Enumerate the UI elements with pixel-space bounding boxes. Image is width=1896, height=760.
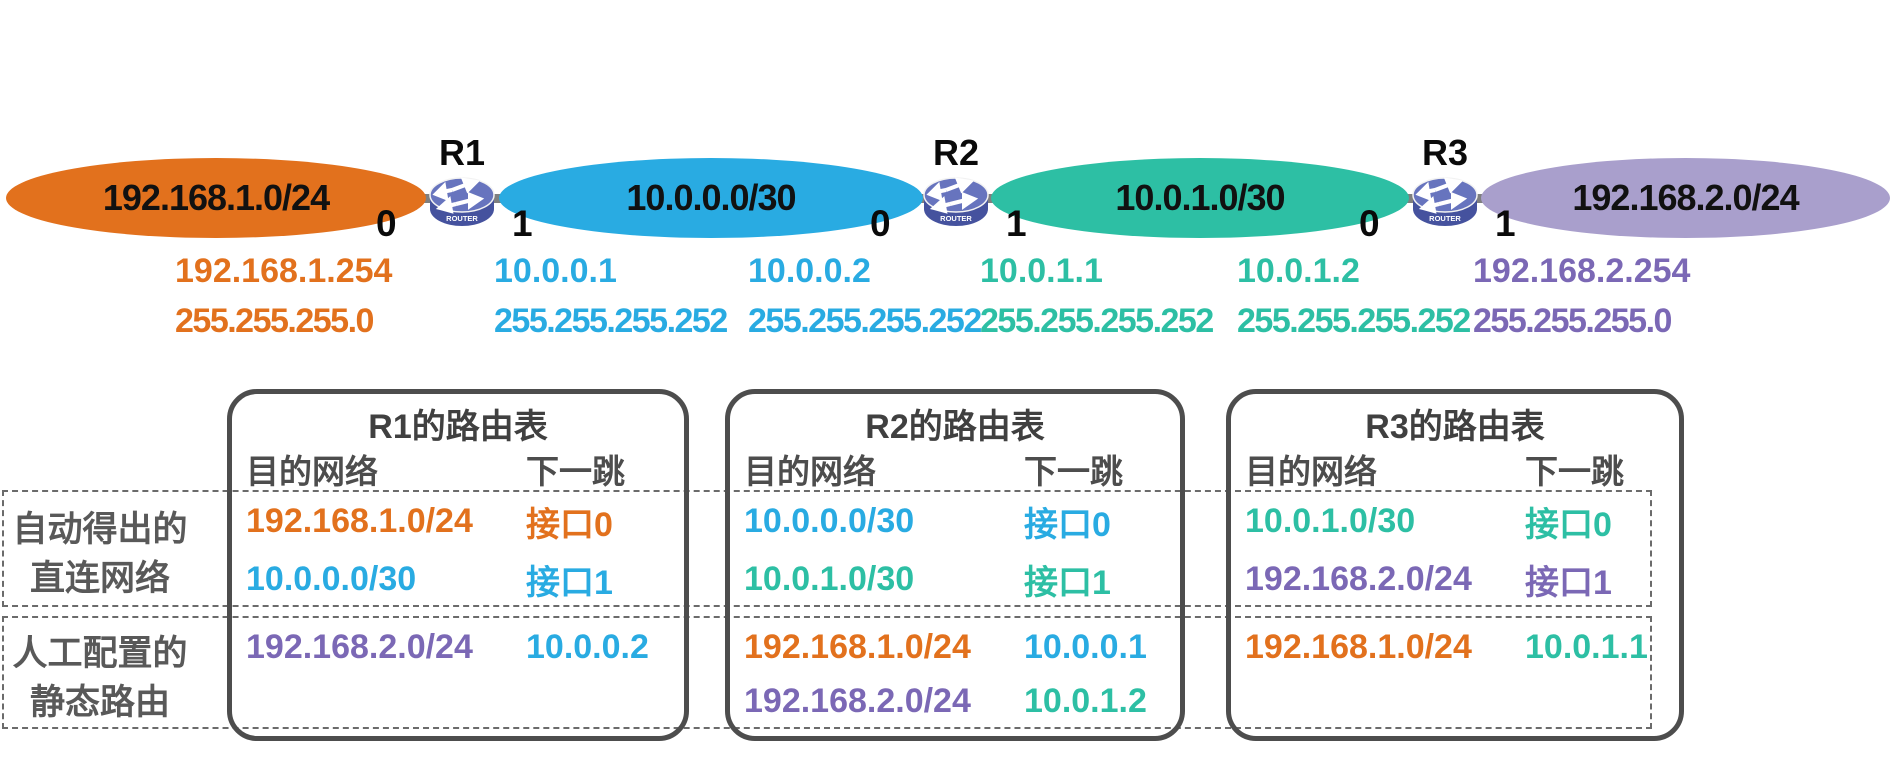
next-hop: 接口1 [526, 563, 613, 602]
network-label: 192.168.2.0/24 [1572, 177, 1799, 218]
router-r3: R3 0 1 ROUTER [1359, 132, 1516, 244]
address-r3-if0: 10.0.1.2 255.255.255.252 [1237, 246, 1471, 346]
ip-address: 10.0.1.2 [1237, 252, 1360, 290]
next-hop: 10.0.0.2 [526, 627, 649, 666]
static-routes-label-line1: 人工配置的 [12, 634, 188, 673]
address-r1-if1: 10.0.0.1 255.255.255.252 [494, 246, 728, 346]
subnet-mask: 255.255.255.252 [494, 302, 728, 340]
interface-1-label: 1 [512, 203, 533, 244]
network-label: 192.168.1.0/24 [102, 177, 330, 218]
router-name: R3 [1421, 132, 1469, 173]
address-r2-if0: 10.0.0.2 255.255.255.252 [748, 246, 982, 346]
network-label: 10.0.0.0/30 [626, 177, 796, 218]
ip-address: 10.0.1.1 [980, 252, 1103, 290]
router-name: R1 [438, 132, 486, 173]
ip-address: 192.168.1.254 [175, 252, 393, 290]
dest-network-header: 目的网络 [1245, 453, 1377, 490]
direct-routes-label-line1: 自动得出的 [12, 510, 188, 549]
address-r3-if1: 192.168.2.254 255.255.255.0 [1473, 246, 1690, 346]
static-routes-label: 人工配置的 静态路由 [0, 629, 200, 727]
table-row: 10.0.0.0/30 接口0 [730, 498, 1180, 544]
router-icon-caption: ROUTER [446, 214, 478, 223]
interface-0-label: 0 [870, 203, 891, 244]
table-row: 192.168.2.0/24 10.0.1.2 [730, 678, 1180, 724]
router-r2: R2 0 1 ROUTER [870, 132, 1027, 244]
table-row: 192.168.2.0/24 10.0.0.2 [232, 624, 684, 670]
routing-table-r3: R3的路由表 目的网络 下一跳 10.0.1.0/30 接口0 192.168.… [1226, 389, 1684, 741]
table-row: 10.0.1.0/30 接口0 [1231, 498, 1679, 544]
dest-network: 10.0.1.0/30 [1245, 501, 1416, 540]
next-hop-header: 下一跳 [526, 453, 625, 490]
address-r1-if0: 192.168.1.254 255.255.255.0 [175, 246, 392, 346]
routing-table-r2: R2的路由表 目的网络 下一跳 10.0.0.0/30 接口0 10.0.1.0… [725, 389, 1185, 741]
ip-address: 192.168.2.254 [1473, 252, 1691, 290]
static-routes-label-line2: 静态路由 [29, 683, 170, 722]
dest-network: 10.0.0.0/30 [246, 559, 417, 598]
static-routes-band [2, 616, 1652, 729]
dest-network-header: 目的网络 [246, 453, 378, 490]
table-header: 目的网络 下一跳 [1231, 446, 1679, 492]
next-hop-header: 下一跳 [1024, 453, 1123, 490]
next-hop: 接口0 [526, 505, 613, 544]
subnet-mask: 255.255.255.252 [980, 302, 1214, 340]
ip-address: 10.0.0.2 [748, 252, 871, 290]
ip-address: 10.0.0.1 [494, 252, 617, 290]
dest-network: 10.0.1.0/30 [744, 559, 915, 598]
table-header: 目的网络 下一跳 [232, 446, 684, 492]
next-hop: 10.0.0.1 [1024, 627, 1147, 666]
router-icon-caption: ROUTER [1429, 214, 1461, 223]
address-r2-if1: 10.0.1.1 255.255.255.252 [980, 246, 1214, 346]
router-name: R2 [932, 132, 980, 173]
interface-1-label: 1 [1006, 203, 1027, 244]
network-ellipse-4: 192.168.2.0/24 [1481, 158, 1890, 238]
dest-network: 10.0.0.0/30 [744, 501, 915, 540]
interface-0-label: 0 [1359, 203, 1380, 244]
dest-network: 192.168.1.0/24 [1245, 627, 1472, 666]
table-row: 192.168.1.0/24 接口0 [232, 498, 684, 544]
network-ellipse-1: 192.168.1.0/24 [6, 158, 426, 238]
subnet-mask: 255.255.255.252 [1237, 302, 1471, 340]
table-row: 192.168.1.0/24 10.0.0.1 [730, 624, 1180, 670]
subnet-mask: 255.255.255.0 [1473, 302, 1672, 340]
interface-0-label: 0 [376, 203, 397, 244]
table-title: R1的路由表 [368, 407, 548, 446]
dest-network: 192.168.2.0/24 [246, 627, 473, 666]
next-hop-header: 下一跳 [1525, 453, 1624, 490]
dest-network: 192.168.1.0/24 [744, 627, 971, 666]
network-ellipse-2: 10.0.0.0/30 [499, 158, 923, 238]
direct-routes-label: 自动得出的 直连网络 [0, 505, 200, 603]
next-hop: 接口1 [1024, 563, 1111, 602]
network-label: 10.0.1.0/30 [1115, 177, 1285, 218]
router-icon: ROUTER [429, 177, 495, 226]
next-hop: 10.0.1.1 [1525, 627, 1648, 666]
table-title: R3的路由表 [1365, 407, 1545, 446]
next-hop: 接口0 [1525, 505, 1612, 544]
table-header: 目的网络 下一跳 [730, 446, 1180, 492]
direct-routes-band [2, 490, 1652, 607]
routing-table-r1: R1的路由表 目的网络 下一跳 192.168.1.0/24 接口0 10.0.… [227, 389, 689, 741]
dest-network: 192.168.1.0/24 [246, 501, 473, 540]
next-hop: 接口1 [1525, 563, 1612, 602]
router-r1: R1 0 1 ROUTER [376, 132, 533, 244]
dest-network-header: 目的网络 [744, 453, 876, 490]
table-title: R2的路由表 [865, 407, 1045, 446]
router-icon: ROUTER [923, 177, 989, 226]
next-hop: 接口0 [1024, 505, 1111, 544]
router-icon: ROUTER [1412, 177, 1478, 226]
subnet-mask: 255.255.255.0 [175, 302, 374, 340]
router-icon-caption: ROUTER [940, 214, 972, 223]
dest-network: 192.168.2.0/24 [1245, 559, 1472, 598]
dest-network: 192.168.2.0/24 [744, 681, 971, 720]
table-row: 10.0.1.0/30 接口1 [730, 556, 1180, 602]
next-hop: 10.0.1.2 [1024, 681, 1147, 720]
subnet-mask: 255.255.255.252 [748, 302, 982, 340]
direct-routes-label-line2: 直连网络 [29, 559, 170, 598]
table-row: 192.168.2.0/24 接口1 [1231, 556, 1679, 602]
table-row: 10.0.0.0/30 接口1 [232, 556, 684, 602]
interface-1-label: 1 [1495, 203, 1516, 244]
table-row: 192.168.1.0/24 10.0.1.1 [1231, 624, 1679, 670]
network-ellipse-3: 10.0.1.0/30 [991, 158, 1409, 238]
